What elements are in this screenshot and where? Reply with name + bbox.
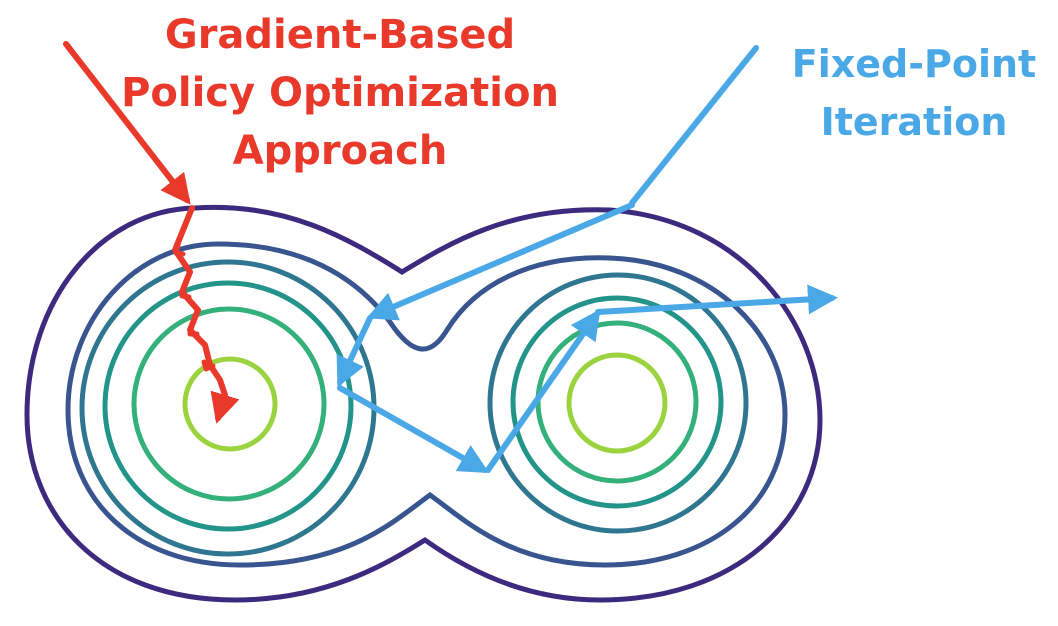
contour-right-6 (566, 352, 668, 454)
fixed-point-step-3 (337, 385, 490, 473)
gradient-label-line-1: Gradient-Based (165, 12, 515, 58)
fixed-point-step-2 (336, 315, 373, 388)
gradient-step-2 (173, 243, 186, 257)
contour-left-6 (182, 356, 278, 452)
fixed-point-step-1 (366, 202, 635, 321)
gradient-label: Gradient-Based Policy Optimization Appro… (121, 12, 559, 174)
gradient-step-4 (187, 324, 200, 337)
gradient-steps (172, 205, 240, 424)
fixed-point-lead-line (629, 45, 759, 206)
fixed-point-path (336, 45, 838, 473)
contour-left-5 (131, 306, 327, 502)
fixed-point-step-4 (485, 309, 601, 473)
gradient-label-line-2: Policy Optimization (121, 70, 559, 116)
gradient-lead-arrow (63, 41, 191, 205)
fixed-point-label: Fixed-Point Iteration (792, 42, 1036, 144)
contour-right-5 (535, 320, 699, 484)
contour-left-3 (79, 259, 377, 557)
fixed-point-label-line-1: Fixed-Point (792, 42, 1036, 86)
contour-right-3 (487, 272, 749, 534)
gradient-step-5 (201, 359, 216, 372)
fixed-point-label-line-2: Iteration (821, 100, 1008, 144)
contour-lines (24, 204, 823, 603)
contour-left-4 (102, 280, 354, 532)
fixed-point-step-5 (595, 284, 838, 315)
gradient-step-3 (179, 286, 192, 300)
gradient-path (63, 41, 240, 424)
gradient-label-line-3: Approach (233, 128, 448, 174)
contour-right-4 (510, 295, 724, 509)
contour-outer (24, 204, 823, 603)
contour-second (65, 241, 788, 568)
